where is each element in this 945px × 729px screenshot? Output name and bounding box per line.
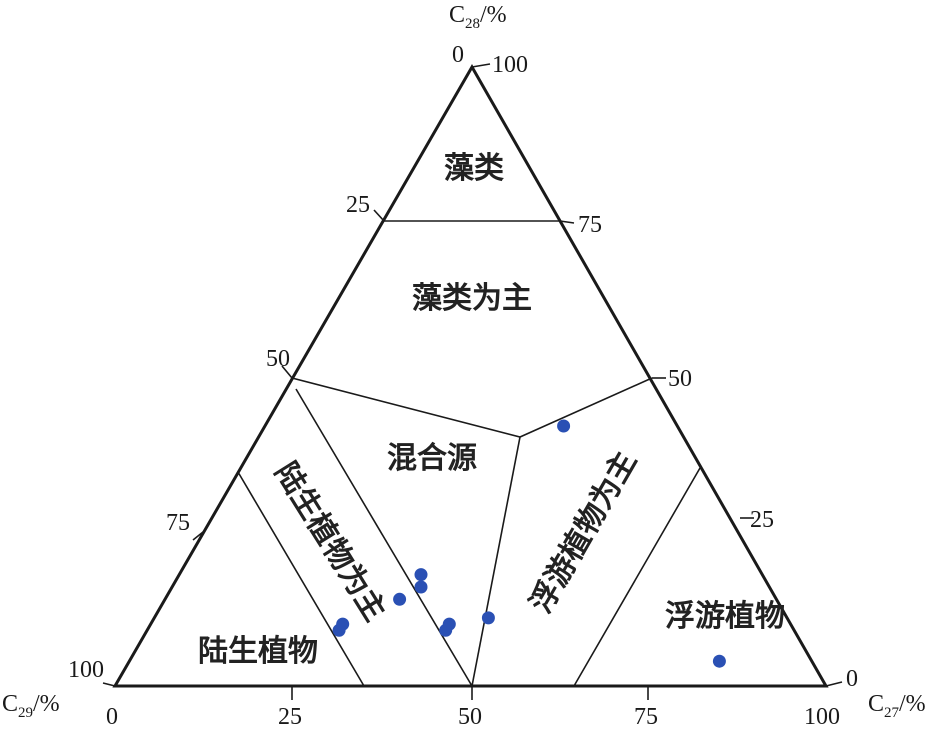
axis-title-c28-name: C (449, 2, 465, 28)
axis-title-c29-unit: /% (33, 691, 60, 717)
data-point-3 (414, 580, 428, 594)
data-point-10 (712, 654, 726, 668)
data-point-1 (557, 419, 571, 433)
axis-title-c28-unit: /% (480, 2, 507, 28)
tick-label-right-25: 25 (750, 507, 774, 533)
axis-title-c27: C27/% (868, 691, 926, 721)
data-point-8 (439, 623, 453, 637)
axis-title-c27-sub: 27 (884, 705, 900, 721)
region-label-terrestrial-dominant: 陆生植物为主 (268, 456, 393, 627)
region-label-terrestrial: 陆生植物 (198, 634, 318, 669)
tick-label-left-50: 50 (266, 346, 290, 372)
tick-top-apex (471, 63, 491, 68)
tick-marks (102, 63, 843, 700)
axis-title-c28: C28/% (449, 2, 507, 32)
boundary-plankton (573, 467, 701, 687)
tick-right-0 (825, 681, 843, 687)
tick-label-right-0: 0 (846, 666, 858, 692)
tick-label-top-100: 100 (492, 52, 528, 78)
region-label-plankton: 浮游植物 (665, 599, 785, 634)
tick-left-50 (281, 365, 293, 379)
tick-left-100 (102, 682, 116, 687)
axis-title-c29-sub: 29 (18, 705, 33, 721)
tick-label-bottom-75: 75 (634, 704, 658, 729)
axis-title-c29: C29/% (2, 691, 60, 721)
tick-label-bottom-0: 0 (106, 704, 118, 729)
tick-label-bottom-50: 50 (458, 704, 482, 729)
tick-label-left-25: 25 (346, 192, 370, 218)
axis-title-c29-name: C (2, 691, 18, 717)
boundary-terrestrial (237, 471, 365, 687)
boundary-mixed-plankton (471, 436, 521, 687)
tick-right-75 (559, 220, 575, 224)
tick-label-bottom-25: 25 (278, 704, 302, 729)
data-point-2 (414, 568, 428, 582)
axis-title-c28-sub: 28 (465, 16, 480, 32)
region-label-algae: 藻类 (444, 151, 504, 186)
tick-label-right-50: 50 (668, 366, 692, 392)
data-points (332, 419, 726, 668)
region-label-algae-dominant: 藻类为主 (412, 281, 532, 316)
tick-label-right-75: 75 (578, 212, 602, 238)
data-point-9 (481, 611, 495, 625)
axis-title-c27-unit: /% (899, 691, 926, 717)
data-point-4 (393, 592, 407, 606)
region-label-plankton-dominant: 浮游植物为主 (524, 446, 644, 619)
tick-label-left-75: 75 (166, 510, 190, 536)
tick-label-top-0: 0 (452, 42, 464, 68)
tick-label-bottom-100: 100 (804, 704, 840, 729)
ternary-triangle (112, 63, 829, 688)
region-boundaries (237, 220, 701, 687)
boundary-algae-dominant (291, 377, 653, 438)
data-point-6 (332, 623, 346, 637)
region-label-mixed: 混合源 (387, 441, 477, 476)
axis-title-c27-name: C (868, 691, 884, 717)
boundary-mixed-terrestrial (295, 388, 473, 687)
tick-left-25 (373, 209, 385, 222)
tick-left-75 (192, 531, 204, 541)
tick-label-left-100: 100 (68, 657, 104, 683)
